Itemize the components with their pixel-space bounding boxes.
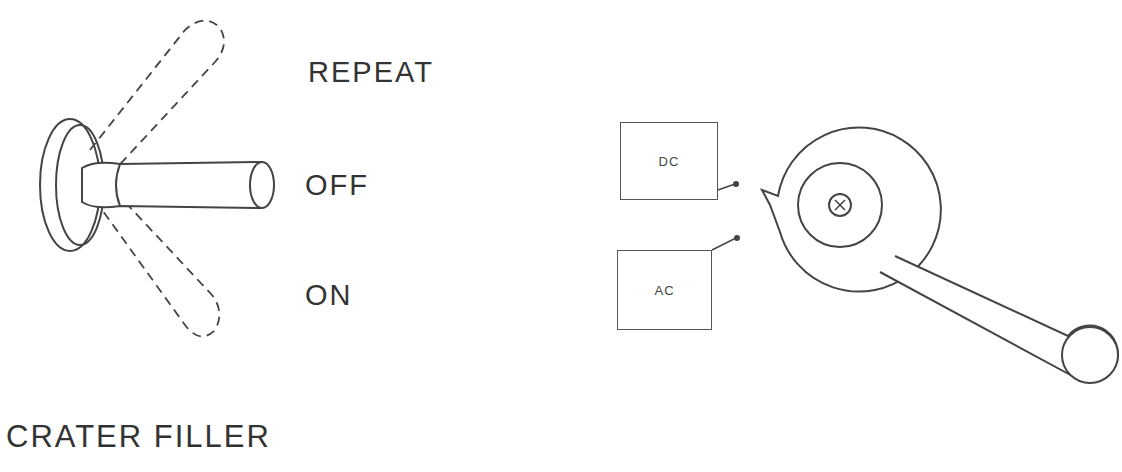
position-label: OFF xyxy=(305,169,369,202)
box-label: AC xyxy=(654,283,674,298)
contact-dot xyxy=(735,236,739,240)
source-box: AC xyxy=(617,250,712,330)
contact-lead xyxy=(712,238,736,250)
handle-tip xyxy=(250,162,274,208)
toggle-handle xyxy=(82,162,262,208)
position-label: REPEAT xyxy=(308,56,434,89)
switch-name: CRATER FILLER xyxy=(6,419,271,455)
selector-hub xyxy=(798,163,882,247)
contact-dot xyxy=(734,182,738,186)
contact-lead xyxy=(718,184,735,190)
handle-ring xyxy=(116,164,120,206)
source-box: DC xyxy=(620,122,718,200)
box-label: DC xyxy=(659,154,680,169)
hub-screw xyxy=(829,194,851,216)
lever-knob xyxy=(1062,327,1118,383)
screw-slot xyxy=(835,200,845,210)
position-label: ON xyxy=(305,279,353,312)
